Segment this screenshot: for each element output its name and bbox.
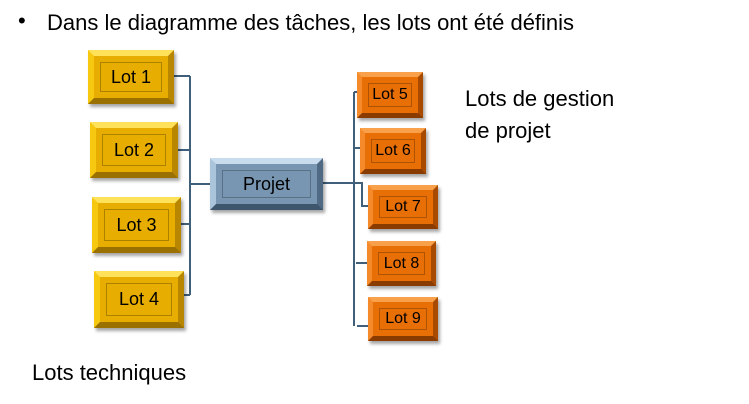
lot-5-box: Lot 5 xyxy=(357,72,423,118)
slide-bullet-text: Dans le diagramme des tâches, les lots o… xyxy=(47,10,575,35)
lot-label: Lot 2 xyxy=(113,139,155,160)
lot-4-box: Lot 4 xyxy=(94,271,184,328)
lot-6-box: Lot 6 xyxy=(360,128,426,174)
lot-label: Lot 8 xyxy=(383,254,420,272)
connector-left xyxy=(173,75,211,296)
lot-label: Lot 4 xyxy=(118,289,160,309)
management-lots-label-1: Lots de gestion xyxy=(465,86,615,111)
management-lots-label-2: de projet xyxy=(465,118,551,143)
lot-3-box: Lot 3 xyxy=(92,197,181,253)
lot-label: Lot 7 xyxy=(385,198,421,215)
lot-label: Lot 9 xyxy=(385,310,421,327)
technical-lots-label: Lots techniques xyxy=(32,360,187,385)
lot-8-box: Lot 8 xyxy=(367,241,436,286)
lot-label: Lot 3 xyxy=(116,214,157,235)
bullet: • xyxy=(18,8,26,33)
lot-2-box: Lot 2 xyxy=(90,122,178,178)
projet-box: Projet xyxy=(210,158,323,210)
lot-7-box: Lot 7 xyxy=(368,185,438,229)
lot-label: Lot 5 xyxy=(372,86,408,103)
lot-1-box: Lot 1 xyxy=(88,50,174,104)
projet-label: Projet xyxy=(242,173,291,194)
lot-9-box: Lot 9 xyxy=(368,297,438,341)
lot-label: Lot 1 xyxy=(110,66,152,87)
lot-label: Lot 6 xyxy=(375,142,411,159)
